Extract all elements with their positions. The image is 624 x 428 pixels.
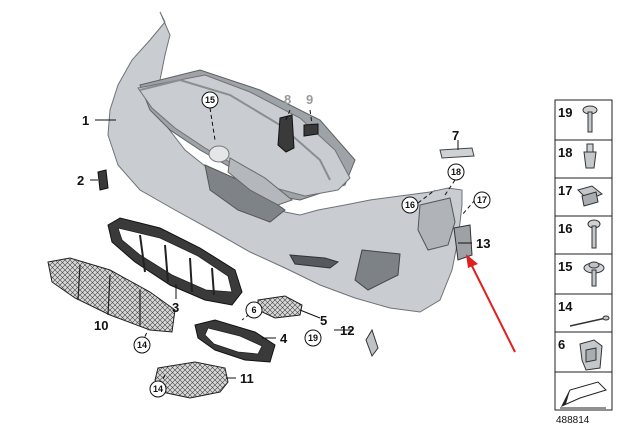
direction-arrow-icon [560,381,607,409]
reference-number: 488814 [556,415,590,426]
fog-trim-frame [194,319,276,363]
callout-3: 3 [172,300,179,315]
circled-callout-16: 16 [401,196,419,214]
svg-text:19: 19 [308,333,318,343]
bracket-clip-icon [579,339,603,371]
fog-grille-insert [154,361,229,399]
sidebar-label-14: 14 [558,299,573,314]
svg-text:14: 14 [137,340,147,350]
mesh-cover-small [257,295,303,319]
callout-12: 12 [340,323,354,338]
rivet-pin-icon [569,315,610,327]
sidebar-label-19: 19 [558,105,572,120]
sidebar-cell-17 [554,177,613,217]
sidebar-label-18: 18 [558,145,572,160]
sidebar-cell-18 [554,139,613,179]
callout-9: 9 [306,92,313,107]
bracket-part-12 [365,328,379,358]
callout-2: 2 [77,173,84,188]
svg-text:6: 6 [251,305,256,315]
push-pin-icon [583,143,597,169]
callout-10: 10 [94,318,108,333]
sidebar-label-16: 16 [558,221,572,236]
trim-strip [439,147,475,159]
circled-callout-17: 17 [473,191,491,209]
circled-callout-15: 15 [201,91,219,109]
sidebar-cell-19 [554,99,613,141]
svg-text:17: 17 [477,195,487,205]
callout-5: 5 [320,313,327,328]
sidebar-label-6: 6 [558,337,565,352]
washer-screw-icon [583,261,605,287]
circled-callout-14-a: 14 [133,336,151,354]
lower-grille-mesh [47,257,176,333]
sidebar-cell-15 [554,253,613,295]
sidebar-label-17: 17 [558,183,572,198]
circled-callout-18: 18 [447,163,465,181]
circled-callout-6: 6 [245,301,263,319]
circled-callout-19: 19 [304,329,322,347]
bolt-icon [587,219,601,249]
svg-text:15: 15 [205,95,215,105]
clip-part-2 [97,169,109,191]
callout-4: 4 [280,331,288,346]
screw-icon [582,105,598,133]
sidebar-label-15: 15 [558,259,572,274]
circled-callout-14-b: 14 [149,380,167,398]
svg-text:16: 16 [405,200,415,210]
lower-grille-frame [107,217,243,306]
bracket-left [277,114,295,153]
front-bumper-cover [107,11,463,313]
callout-8: 8 [284,92,291,107]
callout-11: 11 [240,371,254,386]
sidebar-cell-14 [554,293,613,333]
svg-text:18: 18 [451,167,461,177]
red-highlight-arrow [466,254,516,353]
callout-13: 13 [476,236,490,251]
bracket-right [303,123,319,137]
fastener-sidebar: 19 18 17 16 15 14 [554,99,613,411]
callout-1: 1 [82,113,89,128]
callout-7: 7 [452,128,459,143]
clip-nut-icon [577,185,603,207]
svg-text:14: 14 [153,384,163,394]
